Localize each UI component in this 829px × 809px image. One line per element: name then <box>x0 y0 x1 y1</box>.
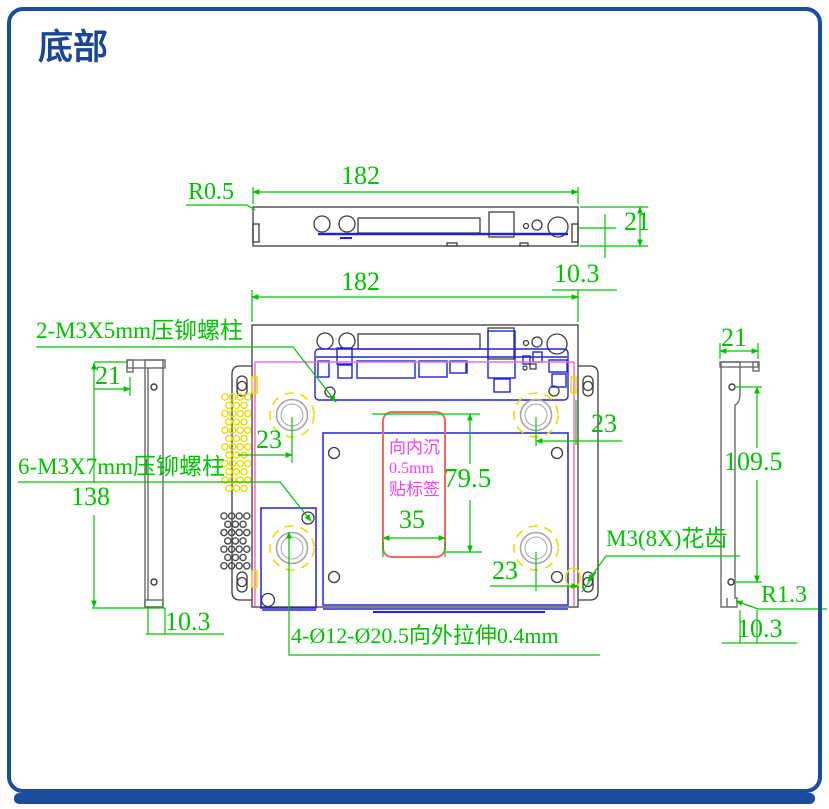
sheetmetal-centerlines <box>254 361 575 606</box>
dim-top-width: 182 <box>341 161 380 190</box>
callout-stretch: 4-Ø12-Ø20.5向外拉伸0.4mm <box>291 623 559 648</box>
callout-splines: M3(8X)花齿 <box>606 526 728 551</box>
right-side-view-outline <box>719 361 760 608</box>
page-title: 底部 <box>38 28 109 67</box>
vent-holes-lower <box>220 512 251 570</box>
bottom-accent-bar <box>14 793 815 804</box>
dim-right-height: 109.5 <box>724 447 783 476</box>
label-recess-outline <box>382 411 446 558</box>
dim-label-area-width: 35 <box>399 505 425 534</box>
dim-hole-offset-bottom-right: 23 <box>492 556 518 585</box>
dim-top-edge-offset: 10.3 <box>554 259 600 288</box>
dim-left-flange: 10.3 <box>165 607 211 636</box>
top-view-pcb-edge <box>318 232 568 239</box>
callout-studs-m3x7: 6-M3X7mm压铆螺柱 <box>18 454 225 479</box>
recess-note-line1: 向内沉 <box>389 438 440 457</box>
top-view-outline <box>252 206 579 247</box>
leader-lines <box>18 346 827 656</box>
dim-top-height: 21 <box>624 207 650 236</box>
callout-studs-m3x5: 2-M3X5mm压铆螺柱 <box>36 318 243 343</box>
vent-holes-upper <box>221 393 252 493</box>
dim-hole-offset-top-right: 23 <box>591 409 617 438</box>
dim-right-flange: 10.3 <box>737 614 783 643</box>
dim-right-corner-radius: R1.3 <box>761 582 808 608</box>
left-side-view-outline <box>126 359 166 608</box>
recess-note-line3: 贴标签 <box>389 480 440 499</box>
pcb-small-parts <box>522 363 537 371</box>
recess-note-line2: 0.5mm <box>389 460 434 477</box>
dimension-lines <box>91 187 797 644</box>
dim-top-corner-radius: R0.5 <box>188 179 235 205</box>
dim-hole-offset-top-left: 23 <box>256 425 282 454</box>
dim-label-area-height: 79.5 <box>444 463 492 493</box>
dim-left-height: 138 <box>71 482 110 511</box>
dim-right-width: 21 <box>721 323 747 352</box>
dim-main-width: 182 <box>341 267 380 296</box>
dim-left-width: 21 <box>95 361 121 390</box>
